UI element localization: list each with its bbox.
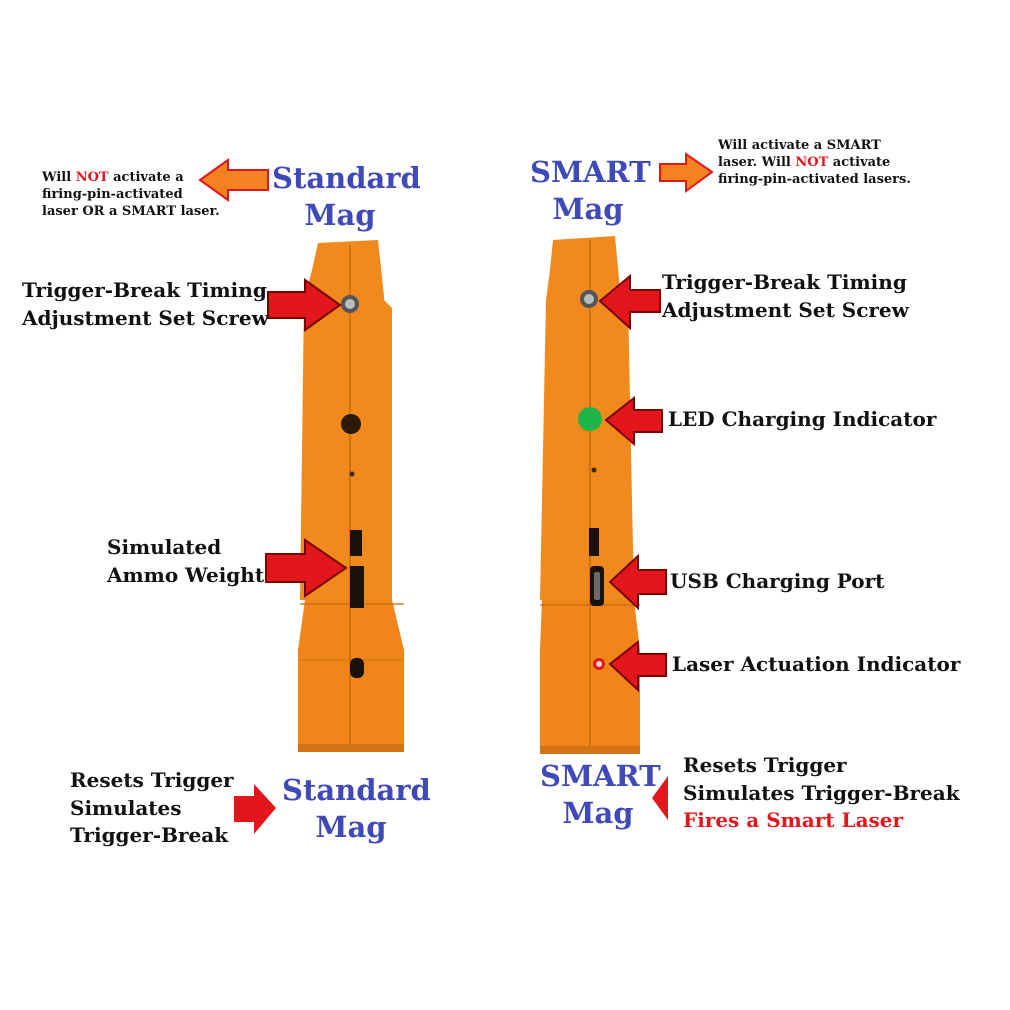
- right-top-title: SMART Mag: [530, 155, 651, 227]
- left-bottom-title: Standard Mag: [282, 773, 431, 845]
- arrow-right-usb: [608, 553, 667, 611]
- left-top-title: Standard Mag: [272, 161, 421, 233]
- laser-actuation-label: Laser Actuation Indicator: [672, 652, 961, 676]
- arrow-right-led: [604, 395, 663, 447]
- smart-mag-device: [540, 236, 640, 754]
- usb-charging-label: USB Charging Port: [670, 569, 885, 593]
- standard-mag-device: [298, 240, 404, 752]
- arrow-left-set-screw: [267, 278, 342, 332]
- right-bottom-title: SMART Mag: [540, 759, 661, 831]
- right-bottom-note: Resets Trigger Simulates Trigger-Break F…: [683, 752, 960, 835]
- arrow-right-bottom: [652, 776, 668, 820]
- left-top-note: Will NOT activate a firing-pin-activated…: [42, 170, 220, 219]
- left-top-note-not: NOT: [75, 170, 109, 185]
- led-charging-label: LED Charging Indicator: [668, 407, 937, 431]
- arrow-left-ammo: [265, 538, 348, 598]
- arrow-right-laser: [608, 639, 667, 693]
- left-ammo-weight-label: Simulated Ammo Weight: [107, 535, 265, 587]
- arrow-left-bottom: [234, 784, 276, 834]
- left-bottom-note: Resets Trigger Simulates Trigger-Break: [70, 768, 234, 848]
- fires-smart-laser: Fires a Smart Laser: [683, 808, 904, 833]
- arrow-right-set-screw: [598, 273, 661, 331]
- right-top-note: Will activate a SMART laser. Will NOT ac…: [718, 138, 911, 187]
- arrow-right-top: [659, 152, 714, 193]
- left-ammo-weight-slot: [350, 530, 362, 556]
- left-set-screw-label: Trigger-Break Timing Adjustment Set Scre…: [22, 278, 269, 330]
- led-charging-indicator: [578, 407, 602, 431]
- right-set-screw-label: Trigger-Break Timing Adjustment Set Scre…: [662, 270, 909, 322]
- right-top-note-not: NOT: [795, 154, 829, 170]
- arrow-left-top: [198, 158, 269, 202]
